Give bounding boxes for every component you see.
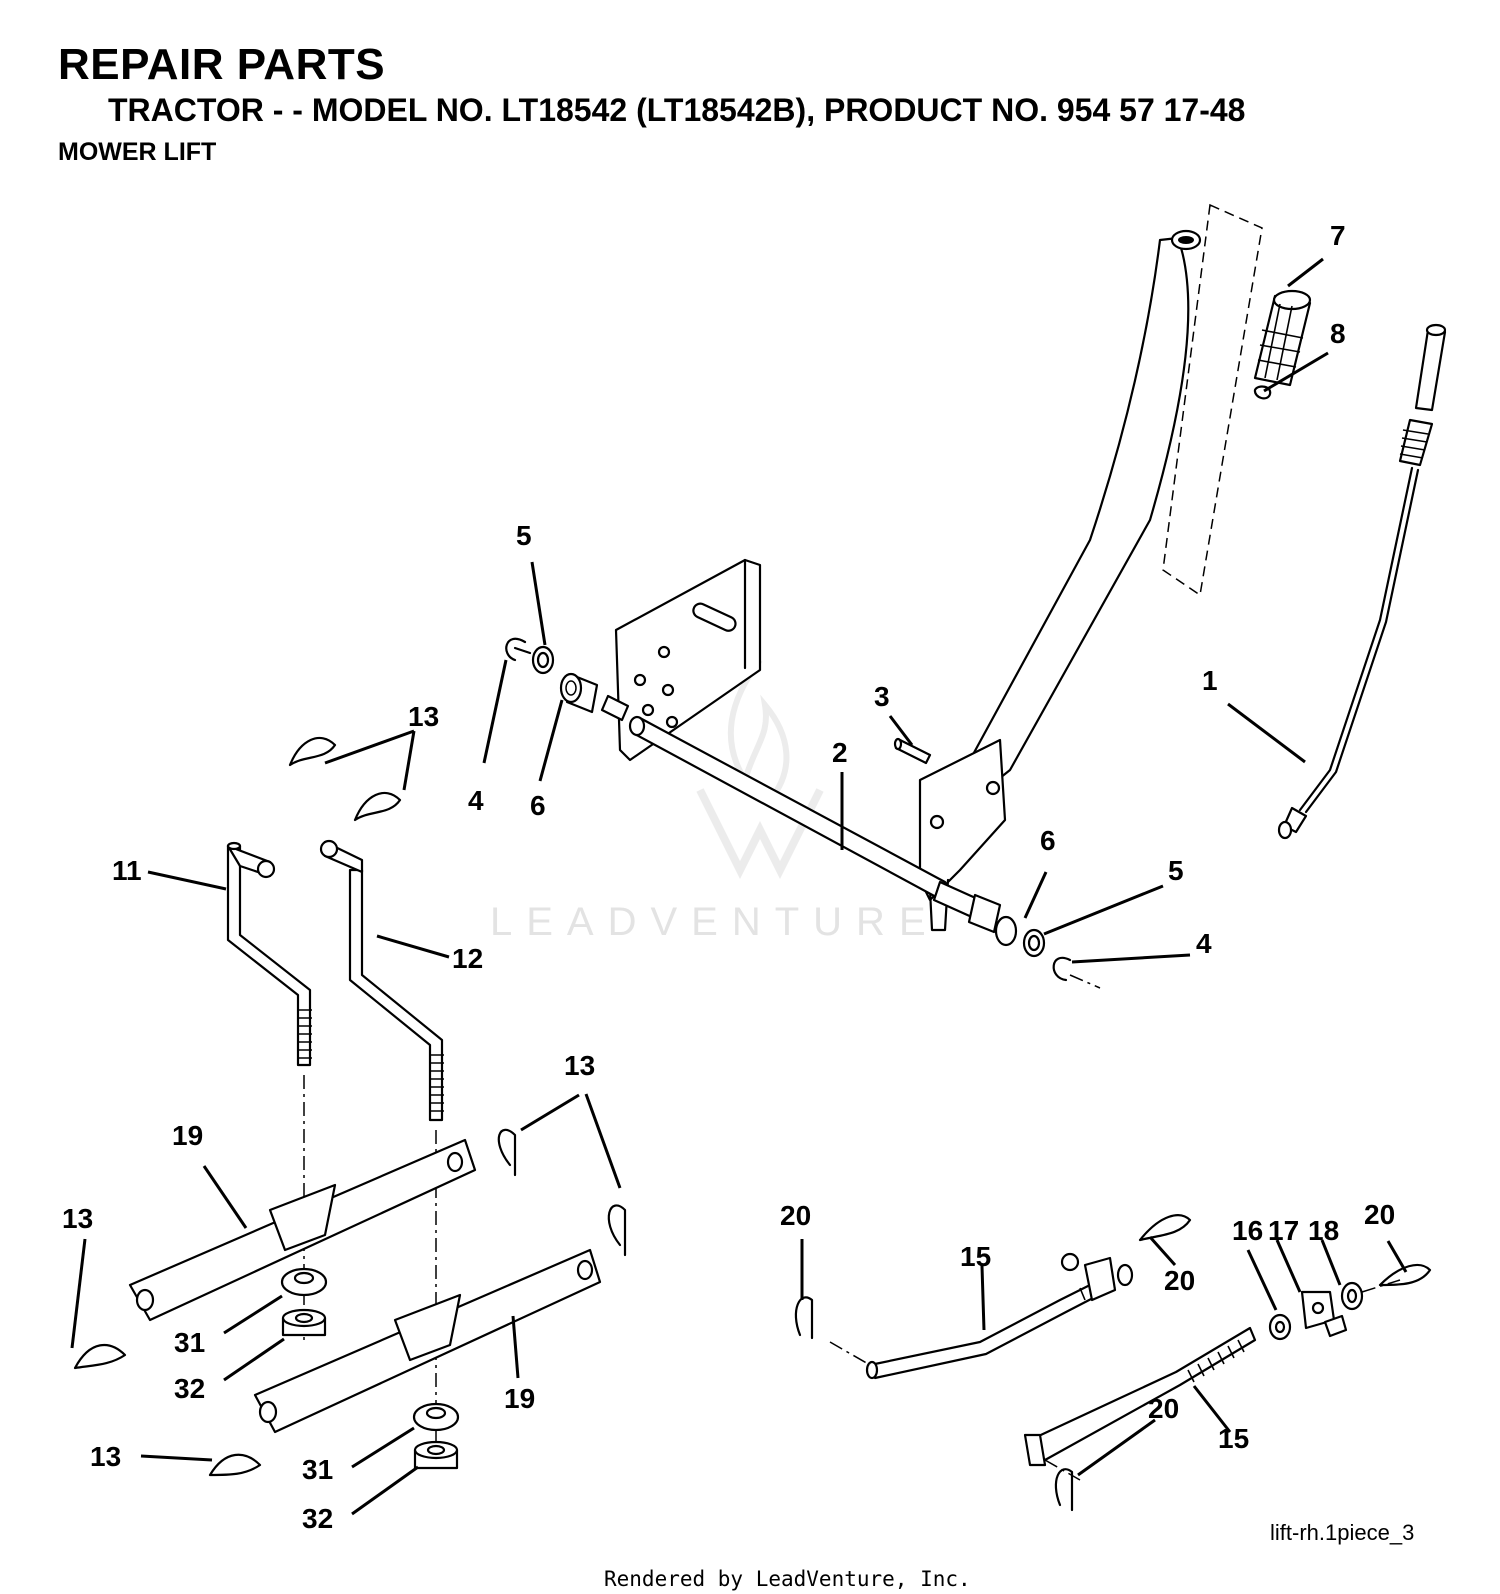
callout-3: 3 bbox=[874, 681, 890, 712]
hairpin-clips-13 bbox=[73, 736, 627, 1477]
callout-19-lower: 19 bbox=[504, 1383, 535, 1414]
bushing-nut-upper bbox=[280, 1267, 328, 1337]
lift-arm-upper bbox=[128, 1138, 477, 1322]
lift-link-12 bbox=[319, 839, 444, 1122]
callout-32-upper: 32 bbox=[174, 1373, 205, 1404]
callout-32-lower: 32 bbox=[302, 1503, 333, 1534]
callout-6-right: 6 bbox=[1040, 825, 1056, 856]
page-subtitle: TRACTOR - - MODEL NO. LT18542 (LT18542B)… bbox=[108, 92, 1246, 128]
callout-2: 2 bbox=[832, 737, 848, 768]
bushing-nut-lower bbox=[412, 1402, 460, 1470]
lift-arm-lower bbox=[253, 1248, 602, 1434]
callout-4-left: 4 bbox=[468, 785, 484, 816]
left-hardware bbox=[505, 637, 599, 714]
callout-12: 12 bbox=[452, 943, 483, 974]
mounting-plate bbox=[614, 558, 762, 762]
lift-shaft bbox=[600, 694, 982, 920]
callout-13-bottom: 13 bbox=[90, 1441, 121, 1472]
lift-link-11 bbox=[226, 841, 312, 1067]
roll-pin bbox=[893, 737, 932, 765]
figure-reference: lift-rh.1piece_3 bbox=[1270, 1520, 1414, 1545]
lift-cable bbox=[1277, 323, 1447, 840]
callout-8: 8 bbox=[1330, 318, 1346, 349]
hand-grip bbox=[1253, 289, 1312, 400]
callout-15-lower: 15 bbox=[1218, 1423, 1249, 1454]
watermark: LEADVENTURE bbox=[490, 658, 940, 944]
right-hardware bbox=[967, 893, 1101, 989]
callout-15-upper: 15 bbox=[960, 1241, 991, 1272]
callout-20-right: 20 bbox=[1364, 1199, 1395, 1230]
watermark-text: LEADVENTURE bbox=[490, 900, 940, 944]
callout-19-upper: 19 bbox=[172, 1120, 203, 1151]
callout-13-top: 13 bbox=[408, 701, 439, 732]
callout-31-upper: 31 bbox=[174, 1327, 205, 1358]
callout-13-left: 13 bbox=[62, 1203, 93, 1234]
hairpin-clips-20 bbox=[794, 1214, 1432, 1512]
callout-1: 1 bbox=[1202, 665, 1218, 696]
render-credit: Rendered by LeadVenture, Inc. bbox=[604, 1567, 971, 1591]
page-title: REPAIR PARTS bbox=[58, 40, 386, 89]
callout-6-left: 6 bbox=[530, 790, 546, 821]
leader-lines bbox=[70, 257, 1408, 1516]
adjust-rod-upper bbox=[865, 1252, 1134, 1380]
callout-13-mid: 13 bbox=[564, 1050, 595, 1081]
callout-20-left: 20 bbox=[780, 1200, 811, 1231]
callout-5-left: 5 bbox=[516, 520, 532, 551]
callout-labels: 7 8 1 2 3 5 4 6 6 5 4 13 11 12 13 19 13 … bbox=[62, 220, 1395, 1534]
callout-17: 17 bbox=[1268, 1215, 1299, 1246]
callout-20-mid: 20 bbox=[1164, 1265, 1195, 1296]
callout-7: 7 bbox=[1330, 220, 1346, 251]
callout-4-right: 4 bbox=[1196, 928, 1212, 959]
callout-16: 16 bbox=[1232, 1215, 1263, 1246]
callout-20-bottom: 20 bbox=[1148, 1393, 1179, 1424]
callout-18: 18 bbox=[1308, 1215, 1339, 1246]
callout-31-lower: 31 bbox=[302, 1454, 333, 1485]
lift-handle bbox=[918, 203, 1263, 932]
callout-11: 11 bbox=[112, 855, 142, 886]
callout-5-right: 5 bbox=[1168, 855, 1184, 886]
section-title: MOWER LIFT bbox=[58, 138, 217, 166]
adjuster-block bbox=[1268, 1281, 1364, 1341]
